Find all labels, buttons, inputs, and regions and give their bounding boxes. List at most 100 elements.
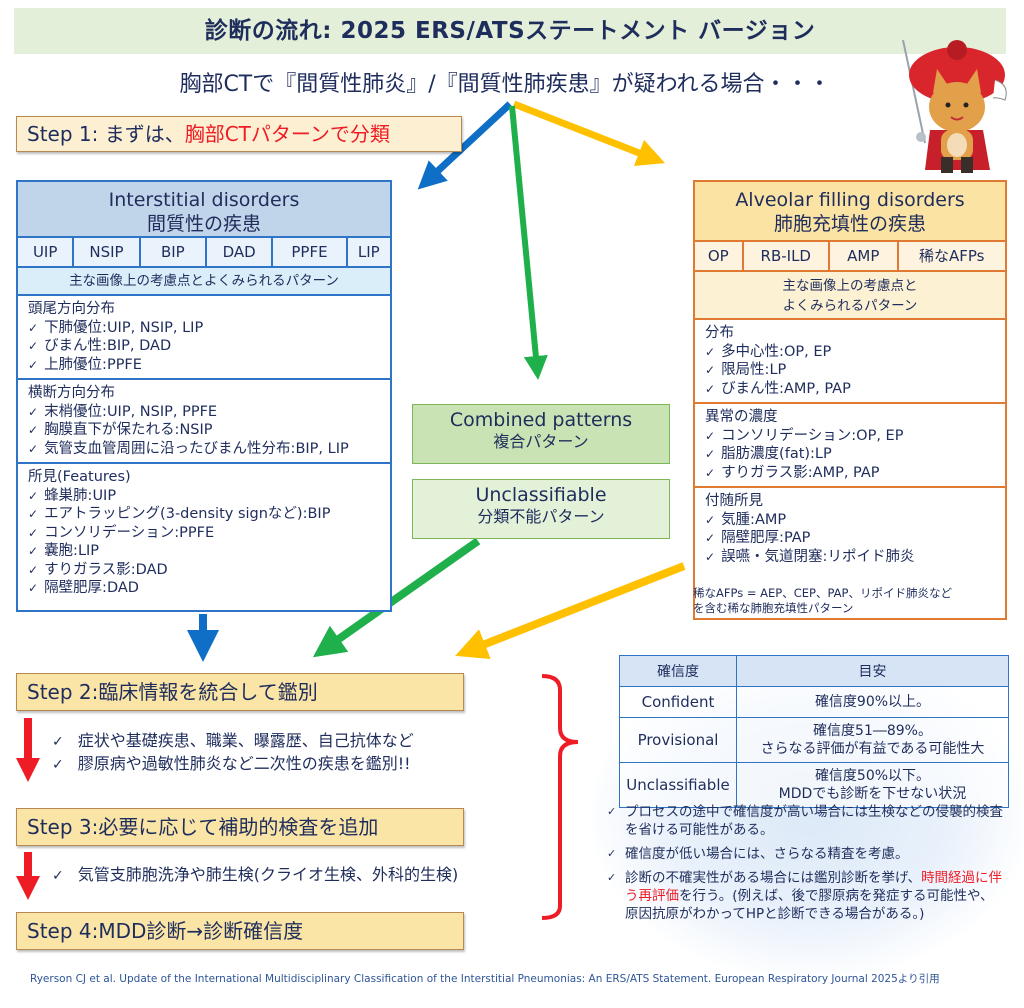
abbr-cell: 稀なAFPs <box>919 247 985 265</box>
item-text: すりガラス影:DAD <box>44 561 168 578</box>
confidence-guide: 確信度50%以下。MDDでも診断を下せない状況 <box>736 762 1009 808</box>
guide-line: さらなる評価が有益である可能性大 <box>760 741 985 757</box>
confidence-table: 確信度 目安 Confident 確信度90%以上。 Provisional 確… <box>619 655 1009 808</box>
item-text: 下肺優位:UIP, NSIP, LIP <box>44 319 204 336</box>
section-features: 所見(Features) ✓蜂巣肺:UIP ✓エアトラッピング(3-densit… <box>18 464 390 602</box>
table-row: Confident 確信度90%以上。 <box>619 686 1009 718</box>
check-icon: ✓ <box>28 404 39 419</box>
item-text: エアトラッピング(3-density signなど):BIP <box>44 506 331 522</box>
section-heading: 付随所見 <box>705 493 763 509</box>
confidence-level: Confident <box>619 686 737 718</box>
check-icon: ✓ <box>28 544 39 558</box>
abbr-cell: UIP <box>18 238 75 266</box>
page-title: 診断の流れ: 2025 ERS/ATSステートメント バージョン <box>204 18 816 44</box>
confidence-level: Unclassifiable <box>619 762 737 808</box>
note-text: プロセスの途中で確信度が高い場合には生検などの侵襲的検査を省ける可能性がある。 <box>625 804 1003 838</box>
item-text: 蜂巣肺:UIP <box>44 487 117 504</box>
item-text: 気腫:AMP <box>721 511 787 528</box>
alveolar-subheader: 主な画像上の考慮点と よくみられるパターン <box>695 272 1005 320</box>
check-icon: ✓ <box>28 339 39 353</box>
list-item: ✓末梢優位:UIP, NSIP, PPFE <box>28 403 380 422</box>
check-icon: ✓ <box>705 465 716 480</box>
section-heading: 異常の濃度 <box>705 409 778 425</box>
unclassifiable-title-jp: 分類不能パターン <box>477 507 605 526</box>
item-text: すりガラス影:AMP, PAP <box>721 464 880 481</box>
check-icon: ✓ <box>705 512 716 527</box>
check-icon: ✓ <box>705 549 716 564</box>
list-item: ✓隔壁肥厚:PAP <box>705 529 995 548</box>
interstitial-disorders-box: Interstitial disorders 間質性の疾患 UIP NSIP B… <box>16 180 392 612</box>
list-item: ✓ エアトラッピング(3-density signなど):BIP <box>28 505 380 524</box>
item-text: 気管支血管周囲に沿ったびまん性分布:BIP, LIP <box>44 440 349 457</box>
interstitial-title-jp: 間質性の疾患 <box>146 213 261 235</box>
list-item: ✓脂肪濃度(fat):LP <box>705 445 995 464</box>
abbr-cell: BIP <box>141 238 207 266</box>
check-icon: ✓ <box>607 871 617 884</box>
check-icon: ✓ <box>607 847 617 860</box>
abbr-cell: DAD <box>207 238 274 266</box>
section-density: 異常の濃度 ✓コンソリデーション:OP, EP ✓脂肪濃度(fat):LP ✓す… <box>695 404 1005 488</box>
check-icon: ✓ <box>705 363 716 377</box>
note-line: 稀なAFPs = AEP、CEP、PAP、リポイド肺炎など <box>693 586 952 600</box>
unclassifiable-box: Unclassifiable 分類不能パターン <box>412 479 670 539</box>
list-item: ✓ 誤嚥・気道閉塞:リポイド肺炎 <box>705 548 995 567</box>
subtitle: 胸部CTで『間質性肺炎』/『間質性肺疾患』が疑われる場合・・・ <box>179 72 831 97</box>
check-icon: ✓ <box>705 381 716 396</box>
table-row: Unclassifiable 確信度50%以下。MDDでも診断を下せない状況 <box>619 762 1009 808</box>
guide-line: 確信度50%以下。 <box>814 768 931 784</box>
alveolar-title-en: Alveolar filling disorders <box>735 189 965 211</box>
note-item: ✓確信度が低い場合には、さらなる精査を考慮。 <box>607 845 1007 863</box>
list-item: ✓気管支血管周囲に沿ったびまん性分布:BIP, LIP <box>28 440 380 459</box>
note-highlight: 時間経過に伴う再評価 <box>625 870 1003 904</box>
check-icon: ✓ <box>28 507 39 521</box>
abbr-cell: PPFE <box>273 238 348 266</box>
list-item: ✓上肺優位:PPFE <box>28 356 380 375</box>
item-text: 気管支肺胞洗浄や肺生検(クライオ生検、外科的生検) <box>77 865 459 884</box>
check-icon: ✓ <box>28 357 39 372</box>
list-item: ✓下肺優位:UIP, NSIP, LIP <box>28 319 380 338</box>
check-icon: ✓ <box>705 531 716 545</box>
note-item: ✓プロセスの途中で確信度が高い場合には生検などの侵襲的検査を省ける可能性がある。 <box>607 803 1007 839</box>
title-bar <box>14 8 1006 54</box>
item-text: 隔壁肥厚:DAD <box>44 580 139 596</box>
list-item: ✓ 嚢胞:LIP <box>28 542 380 561</box>
item-text: 嚢胞:LIP <box>44 543 100 559</box>
item-text: 膠原病や過敏性肺炎など二次性の疾患を鑑別!! <box>77 754 411 773</box>
section-heading: 横断方向分布 <box>28 385 115 401</box>
interstitial-abbreviations: UIP NSIP BIP DAD PPFE LIP <box>18 238 390 268</box>
arrow-to-combined <box>509 105 548 380</box>
confidence-notes: ✓プロセスの途中で確信度が高い場合には生検などの侵襲的検査を省ける可能性がある。… <box>607 803 1007 929</box>
item-text: びまん性:BIP, DAD <box>44 338 172 354</box>
note-item: ✓診断の不確実性がある場合には鑑別診断を挙げ、時間経過に伴う再評価を行う。(例え… <box>607 869 1007 923</box>
abbr-cell: OP <box>695 242 744 270</box>
check-icon: ✓ <box>705 344 716 359</box>
check-icon: ✓ <box>52 868 64 884</box>
item-text: 誤嚥・気道閉塞:リポイド肺炎 <box>721 548 915 565</box>
list-item: ✓蜂巣肺:UIP <box>28 487 380 506</box>
confidence-level: Provisional <box>619 717 737 763</box>
column-header: 確信度 <box>619 655 737 687</box>
item-text: コンソリデーション:PPFE <box>44 524 215 541</box>
section-heading: 分布 <box>705 325 734 341</box>
rare-afps-note: 稀なAFPs = AEP、CEP、PAP、リポイド肺炎など を含む稀な肺胞充填性… <box>693 586 1013 616</box>
list-item: ✓すりガラス影:DAD <box>28 561 380 580</box>
column-header: 目安 <box>736 655 1009 687</box>
subheader-line: よくみられるパターン <box>782 298 918 314</box>
step-4-box: Step 4:MDD診断→診断確信度 <box>16 912 464 950</box>
step-3-bullets: ✓ 気管支肺胞洗浄や肺生検(クライオ生検、外科的生検) <box>52 864 458 887</box>
arrow-to-interstitial <box>417 101 513 190</box>
citation: Ryerson CJ et al. Update of the Internat… <box>30 973 940 985</box>
alveolar-abbreviations: OP RB-ILD AMP 稀なAFPs <box>695 242 1005 272</box>
list-item: ✓限局性:LP <box>705 361 995 380</box>
section-craniocaudal: 頭尾方向分布 ✓下肺優位:UIP, NSIP, LIP ✓びまん性:BIP, D… <box>18 296 390 380</box>
interstitial-title-en: Interstitial disorders <box>108 189 300 211</box>
step-1-label: Step 1: まずは、 <box>27 122 185 146</box>
check-icon: ✓ <box>705 428 716 443</box>
guide-line: 確信度90%以上。 <box>814 694 931 710</box>
list-item: ✓ 気腫:AMP <box>705 511 995 530</box>
list-item: ✓膠原病や過敏性肺炎など二次性の疾患を鑑別!! <box>52 753 414 776</box>
combined-title-jp: 複合パターン <box>493 432 589 451</box>
combined-title-en: Combined patterns <box>449 409 633 431</box>
table-row: Provisional 確信度51―89%。さらなる評価が有益である可能性大 <box>619 717 1009 763</box>
